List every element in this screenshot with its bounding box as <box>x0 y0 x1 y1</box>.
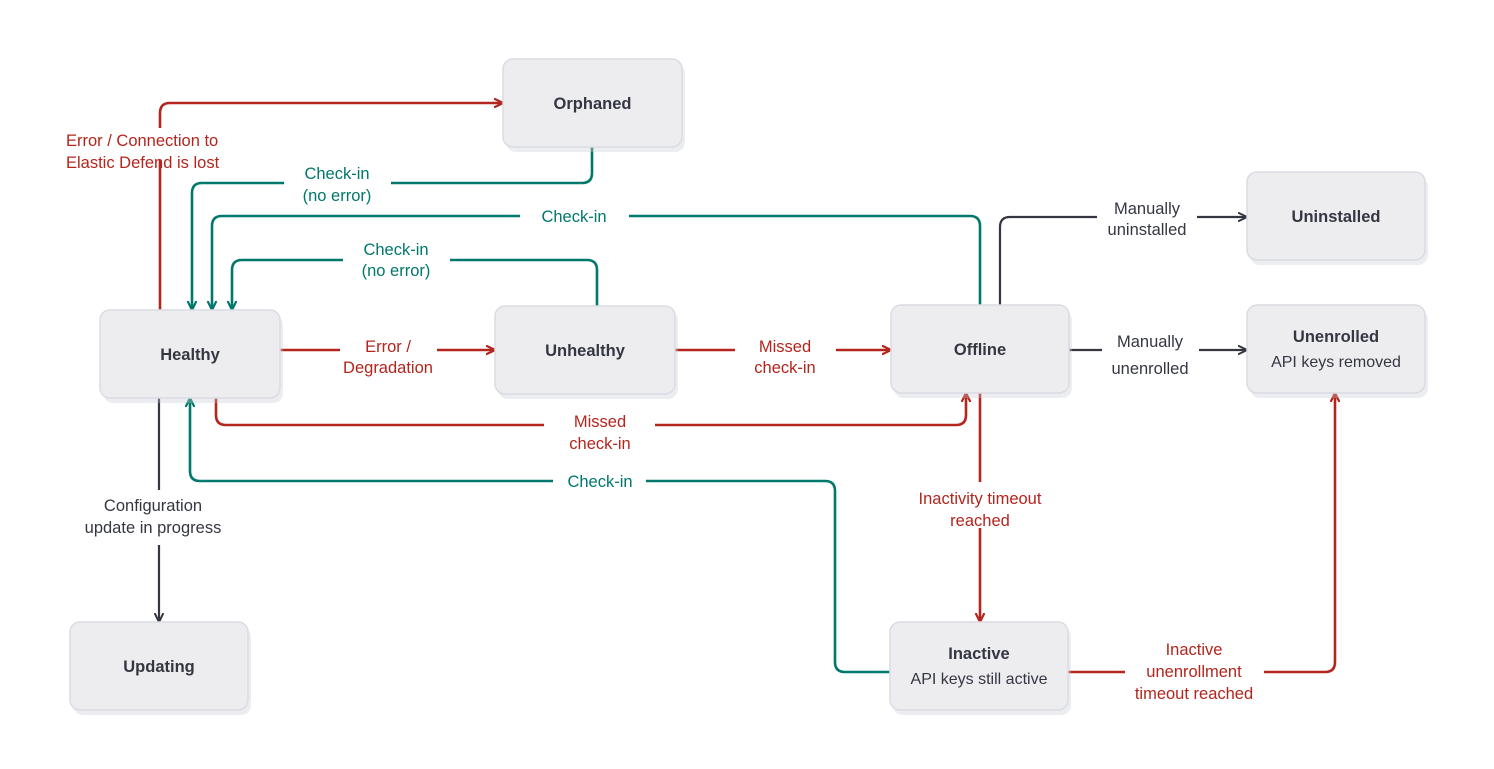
node-unenrolled-subtitle: API keys removed <box>1271 354 1401 371</box>
edge-orphaned-to-healthy <box>192 147 594 310</box>
node-inactive-subtitle: API keys still active <box>911 671 1048 688</box>
node-unenrolled-title: Unenrolled <box>1293 328 1379 346</box>
node-unhealthy[interactable]: Unhealthy <box>494 305 678 399</box>
label-inactive-unenrollment-line1: Inactive <box>1166 641 1223 659</box>
label-checkin-noerror-mid-line2: (no error) <box>362 262 431 280</box>
label-missed-checkin-top: Missed check-in <box>754 338 815 377</box>
node-healthy[interactable]: Healthy <box>99 309 283 403</box>
node-offline[interactable]: Offline <box>890 304 1072 398</box>
node-unhealthy-title: Unhealthy <box>545 342 626 360</box>
node-updating[interactable]: Updating <box>69 621 251 715</box>
node-uninstalled[interactable]: Uninstalled <box>1246 171 1428 265</box>
label-checkin-noerror-top-line2: (no error) <box>303 187 372 205</box>
label-manually-unenrolled-line2: unenrolled <box>1111 360 1188 378</box>
node-offline-title: Offline <box>954 341 1006 359</box>
node-healthy-title: Healthy <box>160 346 220 364</box>
label-inactive-unenrollment-line2: unenrollment <box>1146 663 1242 681</box>
label-inactivity-timeout: Inactivity timeout reached <box>919 490 1042 530</box>
label-checkin-noerror-top-line1: Check-in <box>304 165 369 183</box>
label-manually-uninstalled: Manually uninstalled <box>1108 200 1187 239</box>
node-inactive[interactable]: Inactive API keys still active <box>889 621 1071 715</box>
node-orphaned-title: Orphaned <box>554 95 632 113</box>
label-manually-uninstalled-line1: Manually <box>1114 200 1181 218</box>
node-updating-title: Updating <box>123 658 195 676</box>
edge-labels-layer: Error / Connection to Elastic Defend is … <box>66 132 1253 703</box>
label-checkin-offline: Check-in <box>541 208 606 226</box>
label-checkin-inactive-text: Check-in <box>567 473 632 491</box>
node-unenrolled[interactable]: Unenrolled API keys removed <box>1246 304 1428 398</box>
label-error-degradation: Error / Degradation <box>343 338 433 377</box>
label-checkin-noerror-top: Check-in (no error) <box>303 165 372 205</box>
label-checkin-inactive: Check-in <box>567 473 632 491</box>
edge-offline-to-uninstalled <box>998 212 1249 305</box>
label-inactivity-timeout-line1: Inactivity timeout <box>919 490 1042 508</box>
edge-healthy-to-offline <box>214 393 966 427</box>
label-inactive-unenrollment-line3: timeout reached <box>1135 685 1253 703</box>
label-configuration-update-line1: Configuration <box>104 497 202 515</box>
edge-unhealthy-to-healthy <box>232 258 599 310</box>
edge-inactive-to-unenrolled <box>1068 393 1335 674</box>
edge-inactive-to-healthy <box>190 398 890 674</box>
label-missed-checkin-top-line2: check-in <box>754 359 815 377</box>
label-manually-unenrolled: Manually unenrolled <box>1111 333 1188 378</box>
label-missed-checkin-low-line1: Missed <box>574 413 626 431</box>
edges-layer <box>154 103 1335 674</box>
node-orphaned[interactable]: Orphaned <box>502 58 685 152</box>
label-manually-unenrolled-line1: Manually <box>1117 333 1184 351</box>
nodes-layer: Orphaned Healthy Unhealthy Offline Unins… <box>69 58 1428 715</box>
label-error-connection: Error / Connection to Elastic Defend is … <box>66 132 220 172</box>
label-missed-checkin-top-line1: Missed <box>759 338 811 356</box>
label-checkin-offline-text: Check-in <box>541 208 606 226</box>
label-error-connection-line2: Elastic Defend is lost <box>66 154 220 172</box>
label-error-degradation-line1: Error / <box>365 338 411 356</box>
label-error-degradation-line2: Degradation <box>343 359 433 377</box>
label-inactive-unenrollment: Inactive unenrollment timeout reached <box>1135 641 1253 703</box>
label-missed-checkin-low: Missed check-in <box>569 413 630 453</box>
label-checkin-noerror-mid: Check-in (no error) <box>362 241 431 280</box>
edge-offline-to-healthy <box>212 214 982 310</box>
edge-healthy-to-orphaned <box>158 103 503 310</box>
label-missed-checkin-low-line2: check-in <box>569 435 630 453</box>
node-inactive-title: Inactive <box>948 645 1009 663</box>
label-inactivity-timeout-line2: reached <box>950 512 1010 530</box>
label-manually-uninstalled-line2: uninstalled <box>1108 221 1187 239</box>
label-configuration-update-line2: update in progress <box>85 519 222 537</box>
label-error-connection-line1: Error / Connection to <box>66 132 218 150</box>
node-uninstalled-title: Uninstalled <box>1292 208 1381 226</box>
label-checkin-noerror-mid-line1: Check-in <box>363 241 428 259</box>
label-configuration-update: Configuration update in progress <box>85 497 222 537</box>
